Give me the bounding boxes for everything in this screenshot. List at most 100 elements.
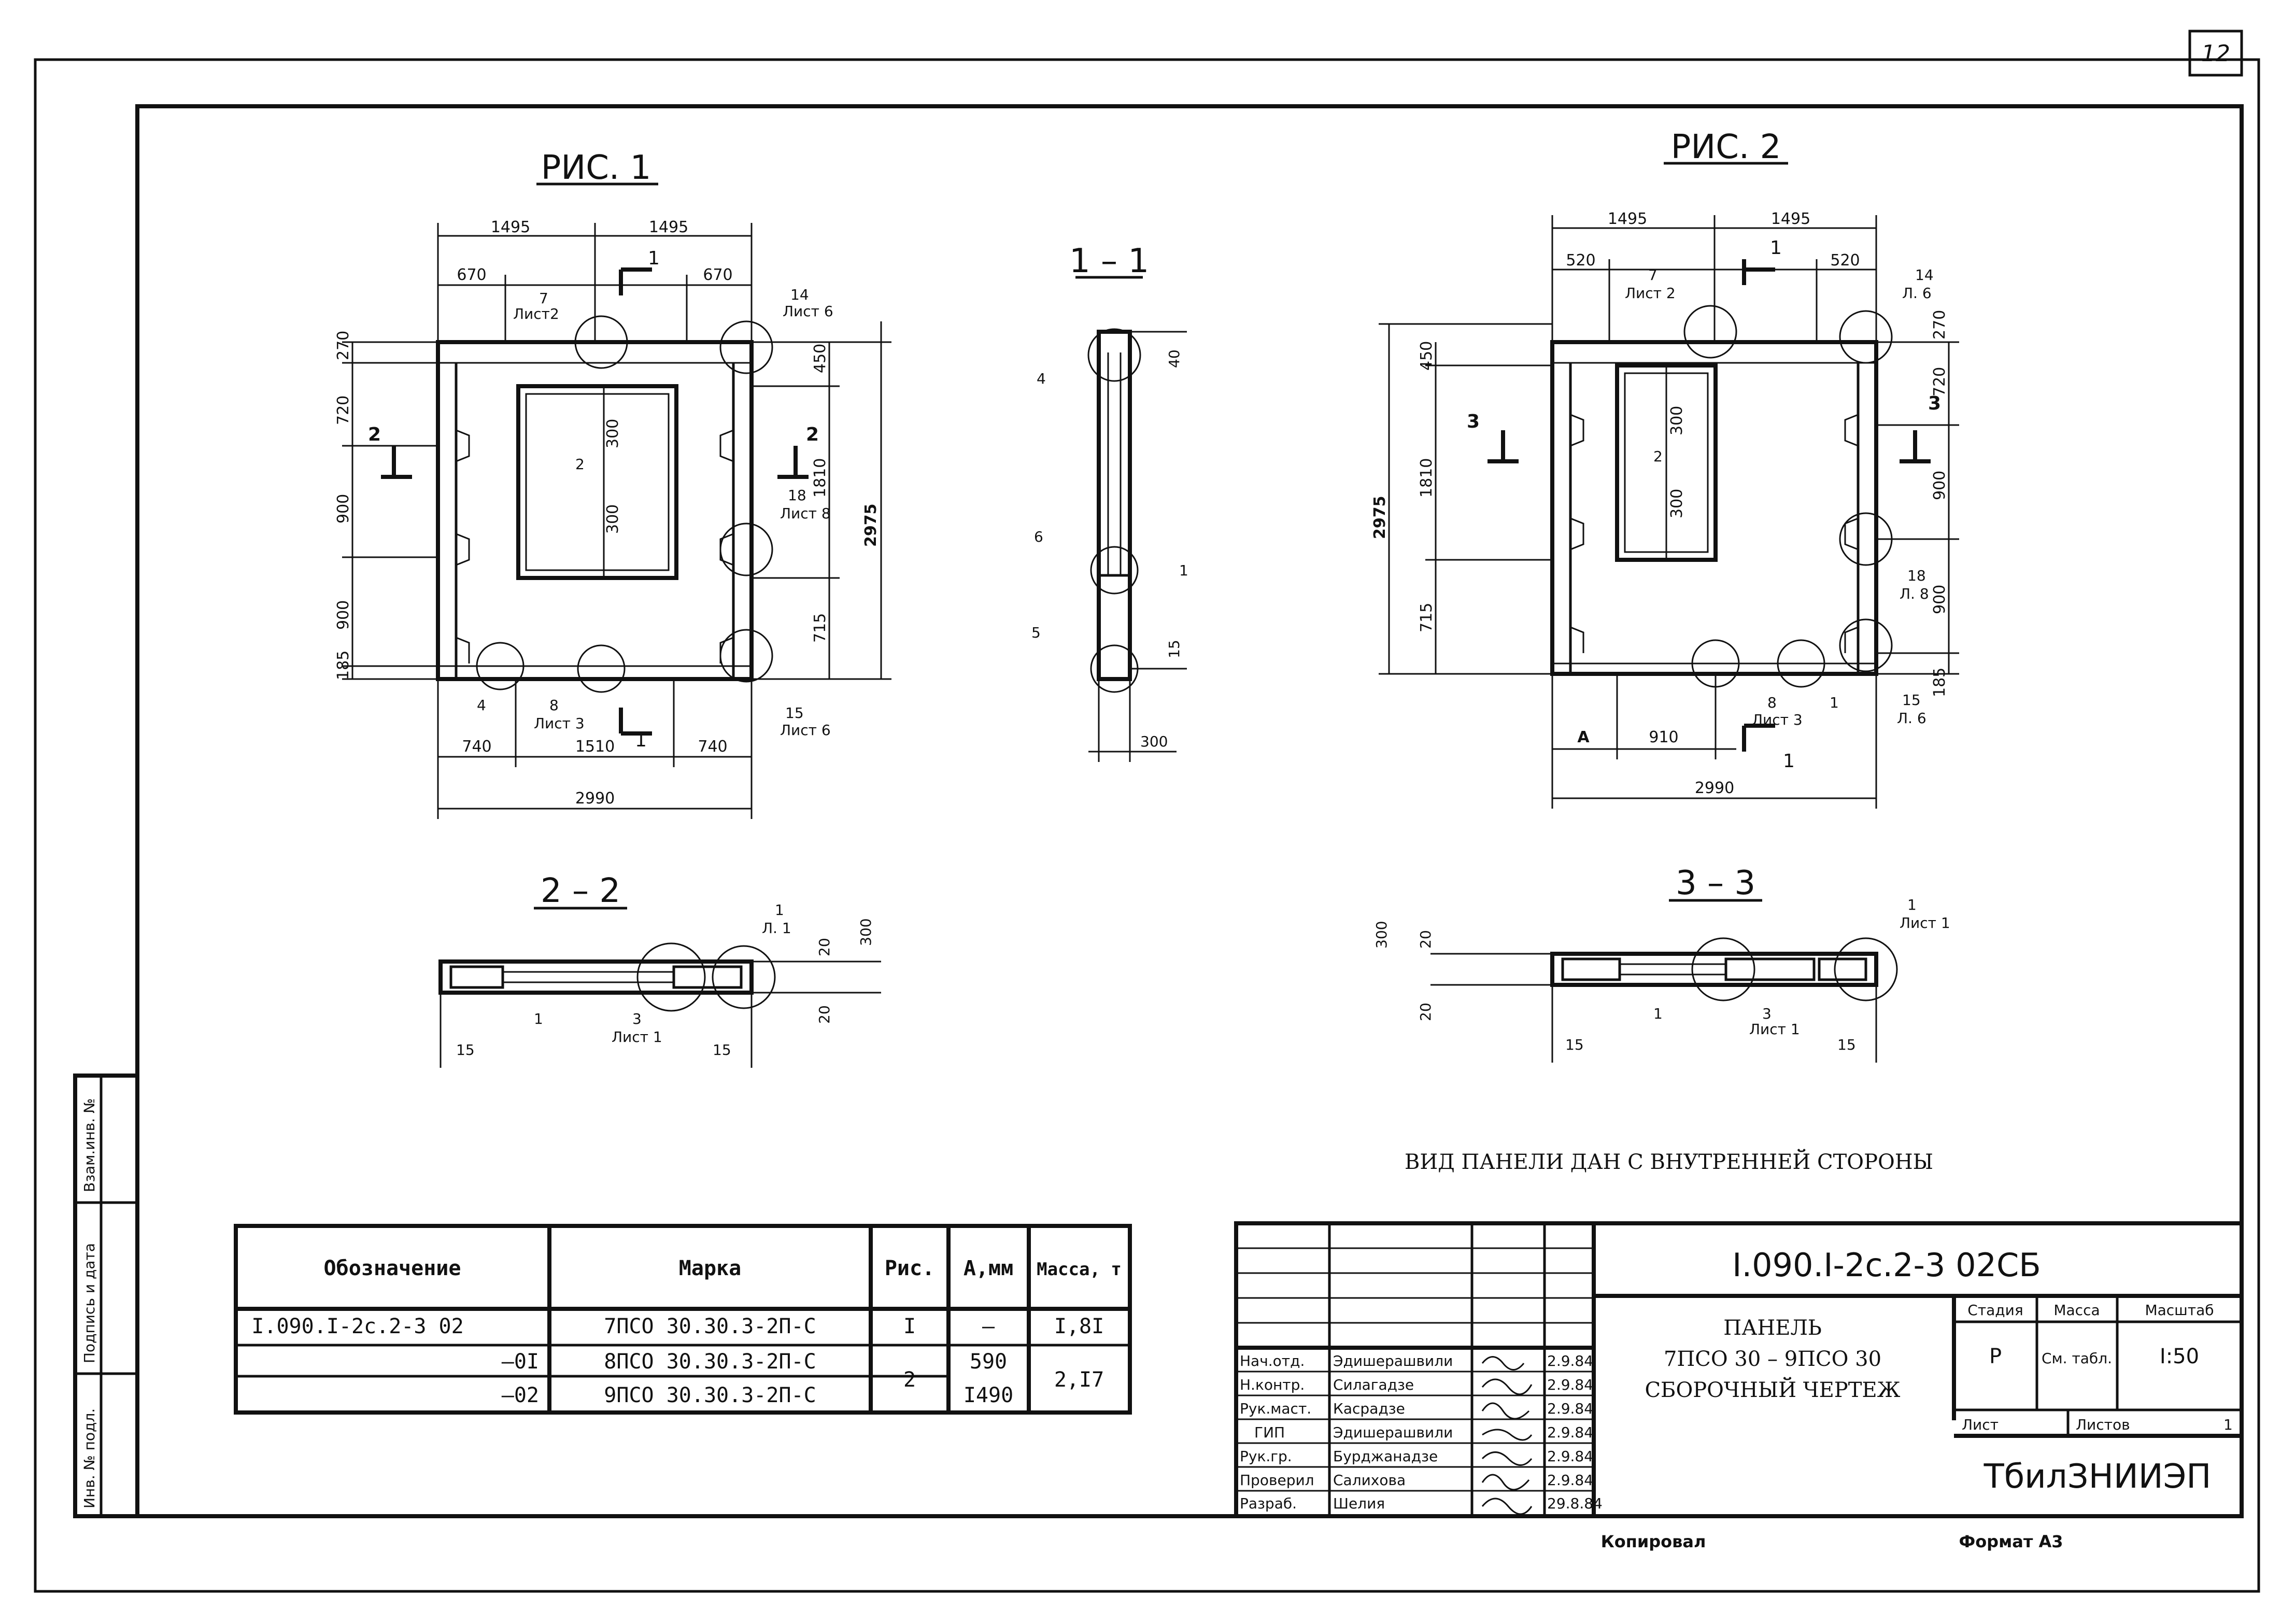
fig1-dim-inner-2: 300 [604, 504, 622, 534]
fig2-dim-height: 2975 [1371, 496, 1389, 540]
sec33-dim-20-bottom: 20 [1417, 1002, 1434, 1021]
sec11-label-4: 4 [1037, 370, 1046, 387]
fig1-callout-circle-15 [719, 629, 773, 683]
spec-row1-fig: I [903, 1315, 916, 1338]
fig2-dim-inner-2: 300 [1668, 489, 1686, 518]
fig1-callout-2: 2 [575, 456, 585, 473]
tb-role-7: Разраб. [1240, 1495, 1297, 1512]
fig1-callout-8: 8 [549, 697, 559, 714]
sec22-label-3: 3 [632, 1010, 642, 1027]
fig2-callout-8: 8 [1767, 694, 1777, 711]
spec-row23-mass: 2,I7 [1054, 1368, 1104, 1392]
fig2-callout-18-sheet: Л. 8 [1900, 585, 1929, 602]
sec11-title: 1 – 1 [1069, 242, 1149, 280]
spec-row1-mass: I,8I [1054, 1315, 1104, 1338]
tb-name-6: Салихова [1333, 1472, 1406, 1489]
fig1-dim-bottom-3: 740 [698, 738, 727, 756]
view-note: ВИД ПАНЕЛИ ДАН С ВНУТРЕННЕЙ СТОРОНЫ [1405, 1149, 1933, 1174]
fig2-callout-15-sheet: Л. 6 [1897, 710, 1926, 727]
sec33-dim-15-left: 15 [1565, 1036, 1584, 1053]
sec33-label-1-top: 1 [1907, 896, 1917, 913]
sec22-label-sheet1: Лист 1 [612, 1028, 662, 1046]
outer-frame [34, 58, 2260, 1593]
fig2-callout-circle-14 [1839, 310, 1893, 364]
fig2-section-mark-3-right: 3 [1928, 393, 1941, 414]
fig2-dim-left-3: 715 [1418, 603, 1436, 632]
fig1-dim-bottom-1: 740 [462, 738, 491, 756]
spec-row23-fig: 2 [903, 1368, 916, 1392]
spec-row2-mark: 8ПСО 30.30.3-2П-С [604, 1350, 816, 1374]
fig1-dim-left-3: 900 [334, 494, 352, 524]
organization: ТбилЗНИИЭП [1984, 1458, 2212, 1496]
fig1-section-mark-1-top: 1 [648, 248, 660, 269]
copied-label: Копировал [1601, 1532, 1706, 1551]
fig1-dim-right-2: 1810 [811, 458, 829, 498]
sec11-dim-40: 40 [1166, 349, 1183, 368]
spec-table: Обозначение Марка Рис. А,мм Масса, т I.0… [234, 1224, 1132, 1415]
format-label: Формат А3 [1959, 1532, 2063, 1551]
fig2-callout-2: 2 [1653, 448, 1663, 465]
fig2-dim-second-1: 520 [1566, 251, 1595, 270]
fig1-dim-second-1: 670 [457, 266, 486, 284]
scale-header: Масштаб [2145, 1302, 2214, 1319]
fig1-window-opening [516, 384, 678, 580]
fig1-callout-7-sheet: Лист2 [513, 305, 559, 322]
inner-frame [135, 104, 2244, 1518]
figure-1: РИС. 1 1495 1495 670 6 [334, 149, 891, 819]
fig2-dim-inner-1: 300 [1668, 406, 1686, 435]
fig2-callout-1: 1 [1830, 694, 1839, 711]
panel-name-3: СБОРОЧНЫЙ ЧЕРТЕЖ [1645, 1377, 1900, 1402]
fig2-callout-7-sheet: Лист 2 [1625, 285, 1676, 302]
fig2-callout-circle-15 [1839, 618, 1893, 672]
fig1-dim-left-5: 185 [334, 651, 352, 680]
fig2-callout-circle-1 [1777, 639, 1825, 688]
tb-name-5: Бурджанадзе [1333, 1448, 1438, 1465]
sheets-value: 1 [2223, 1416, 2233, 1433]
sec33-dim-300: 300 [1373, 921, 1390, 949]
fig2-section-mark-1-bottom: 1 [1783, 751, 1795, 772]
fig1-section-mark-1-bottom: 1 [635, 730, 647, 751]
fig2-dim-total: 2990 [1695, 779, 1734, 797]
title-block: I.090.I-2с.2-3 02СБ ПАНЕЛЬ 7ПСО 30 – 9ПС… [1234, 1221, 2244, 1518]
sheets-label: Листов [2076, 1416, 2130, 1433]
tb-name-7: Шелия [1333, 1495, 1385, 1512]
mass-value: См. табл. [2042, 1350, 2112, 1367]
fig1-title: РИС. 1 [541, 149, 651, 187]
tb-role-1: Нач.отд. [1240, 1352, 1305, 1369]
fig2-callout-circle-7 [1683, 305, 1737, 359]
fig1-section-mark-2-right: 2 [806, 424, 819, 445]
sec22-label-1-top: 1 [775, 901, 784, 919]
spec-header-mark: Марка [679, 1256, 741, 1280]
scale-value: I:50 [2160, 1345, 2199, 1368]
sec11-label-6: 6 [1034, 528, 1043, 545]
fig1-dim-inner-1: 300 [604, 419, 622, 448]
spec-row3-designation: –02 [502, 1383, 539, 1407]
fig2-callout-18: 18 [1907, 567, 1926, 584]
tb-name-1: Эдишерашвили [1333, 1352, 1453, 1369]
spec-row1-mark: 7ПСО 30.30.3-2П-С [604, 1315, 816, 1338]
fig1-dim-left-2: 720 [334, 396, 352, 425]
tb-date-4: 2.9.84 [1547, 1424, 1593, 1441]
section-1-1: 1 – 1 4 6 5 1 40 15 300 [1031, 242, 1188, 762]
tb-name-3: Касрадзе [1333, 1400, 1405, 1417]
fig1-callout-18-sheet: Лист 8 [780, 505, 831, 522]
side-stamp: Взам.инв. № Подпись и дата Инв. № подл. [73, 1074, 139, 1518]
tb-date-5: 2.9.84 [1547, 1448, 1593, 1465]
spec-row3-mark: 9ПСО 30.30.3-2П-С [604, 1383, 816, 1407]
fig2-dim-right-4: 900 [1931, 585, 1949, 614]
fig1-dim-left-4: 900 [334, 600, 352, 630]
fig1-dim-right-1: 450 [811, 344, 829, 373]
mass-header: Масса [2053, 1302, 2100, 1319]
fig1-panel-outline [436, 340, 754, 681]
tb-date-7: 29.8.84 [1547, 1495, 1603, 1512]
spec-header-mass: Масса, т [1037, 1259, 1122, 1280]
fig1-callout-18: 18 [788, 487, 806, 504]
sheet-number-box [2188, 30, 2243, 77]
spec-row1-a: – [982, 1315, 995, 1338]
fig1-dim-bottom-2: 1510 [575, 738, 615, 756]
fig2-callout-15: 15 [1902, 691, 1921, 709]
sec11-profile [1097, 330, 1132, 681]
fig1-callout-15: 15 [785, 704, 804, 722]
fig2-dim-left-2: 1810 [1418, 458, 1436, 498]
